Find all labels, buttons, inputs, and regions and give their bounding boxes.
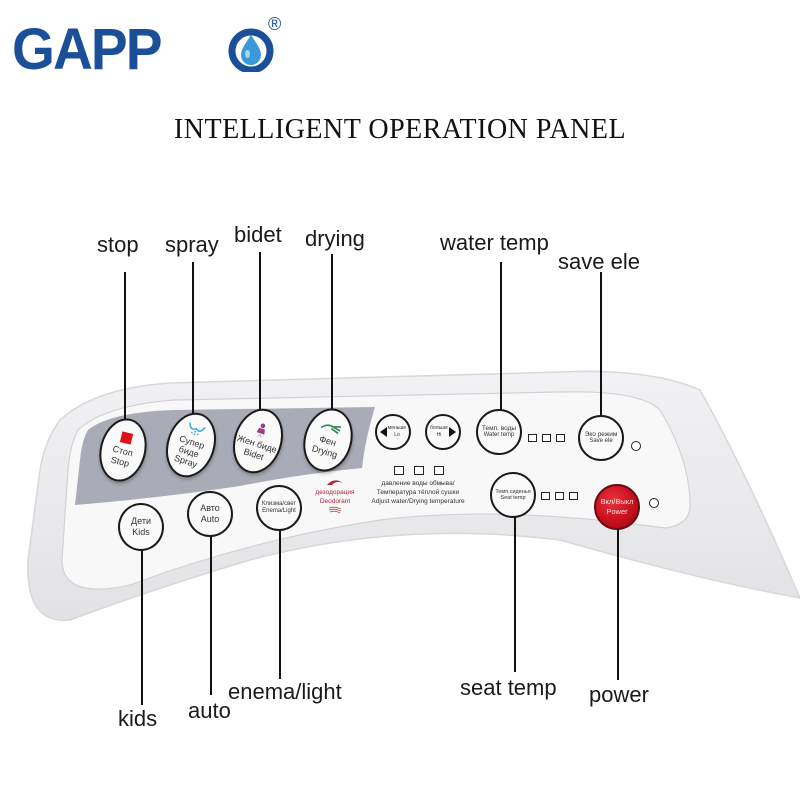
registered-mark: ® [268,14,282,34]
seat-temp-indicator-3 [569,492,578,500]
drying-hand-icon [320,424,342,435]
adjust-indicator-2 [414,466,424,475]
water-temp-indicator-3 [556,434,565,442]
hi-button[interactable]: больше Hi [425,414,461,450]
leader-line-water-temp [500,262,502,432]
drying-button[interactable]: Фен Drying [296,402,360,478]
power-indicator [649,498,659,508]
callout-stop: stop [97,232,139,257]
callout-bidet: bidet [234,222,282,247]
seat-temp-indicator-1 [541,492,550,500]
seat-temp-button[interactable]: Темп.сиденья Seat temp [490,472,536,518]
save-ele-button[interactable]: Эко режим Save ele [578,415,624,461]
leader-line-spray [192,262,194,422]
save-ele-indicator [631,441,641,451]
deodorant-waves-icon [328,507,342,514]
callout-auto: auto [188,698,231,723]
deodorant-wing-icon [327,480,343,485]
leader-line-save-ele [600,272,602,436]
deodorant-indicator: дезодорация Deodorant [310,478,360,518]
arrow-right-icon [448,427,456,437]
callout-enema-light: enema/light [228,679,342,704]
leader-line-stop [124,272,126,428]
callout-seat-temp: seat temp [460,675,557,700]
adjust-temperature-text: давление воды обмыва/ Температура тёплой… [371,480,465,505]
leader-line-auto [210,530,212,695]
lo-button[interactable]: меньше Lo [375,414,411,450]
spray-button[interactable]: Супер биде Spray [157,406,225,484]
leader-line-power [617,520,619,680]
bidet-button[interactable]: Жен биде Bidet [224,402,292,480]
spray-icon [189,422,206,436]
callout-spray: spray [165,232,219,257]
callout-save-ele: save ele [558,249,640,274]
callout-drying: drying [305,226,365,251]
adjust-indicator-1 [394,466,404,475]
power-button[interactable]: Вкл/Выкл Power [594,484,640,530]
enema-light-button[interactable]: Клизма/свет Enema/Light [256,485,302,531]
water-drop-logo-icon [228,28,274,72]
seat-temp-indicator-2 [555,492,564,500]
leader-line-seat-temp [514,510,516,672]
water-temp-button[interactable]: Темп. воды Water temp [476,409,522,455]
leader-line-enema-light [279,526,281,679]
red-square-icon [119,431,133,445]
callout-water-temp: water temp [440,230,549,255]
brand-logo: GAPP ® [12,14,281,82]
adjust-indicator-3 [434,466,444,475]
leader-line-bidet [259,252,261,416]
water-temp-indicator-2 [542,434,551,442]
auto-button[interactable]: Авто Auto [187,491,233,537]
callout-power: power [589,682,649,707]
arrow-left-icon [379,427,387,437]
female-figure-icon [256,423,266,438]
leader-line-drying [331,254,333,414]
page-title: INTELLIGENT OPERATION PANEL [173,114,627,145]
callout-kids: kids [118,706,158,731]
logo-text: GAPP [12,17,162,82]
water-temp-indicator-1 [528,434,537,442]
leader-line-kids [141,540,143,705]
kids-button[interactable]: Дети Kids [118,503,164,551]
